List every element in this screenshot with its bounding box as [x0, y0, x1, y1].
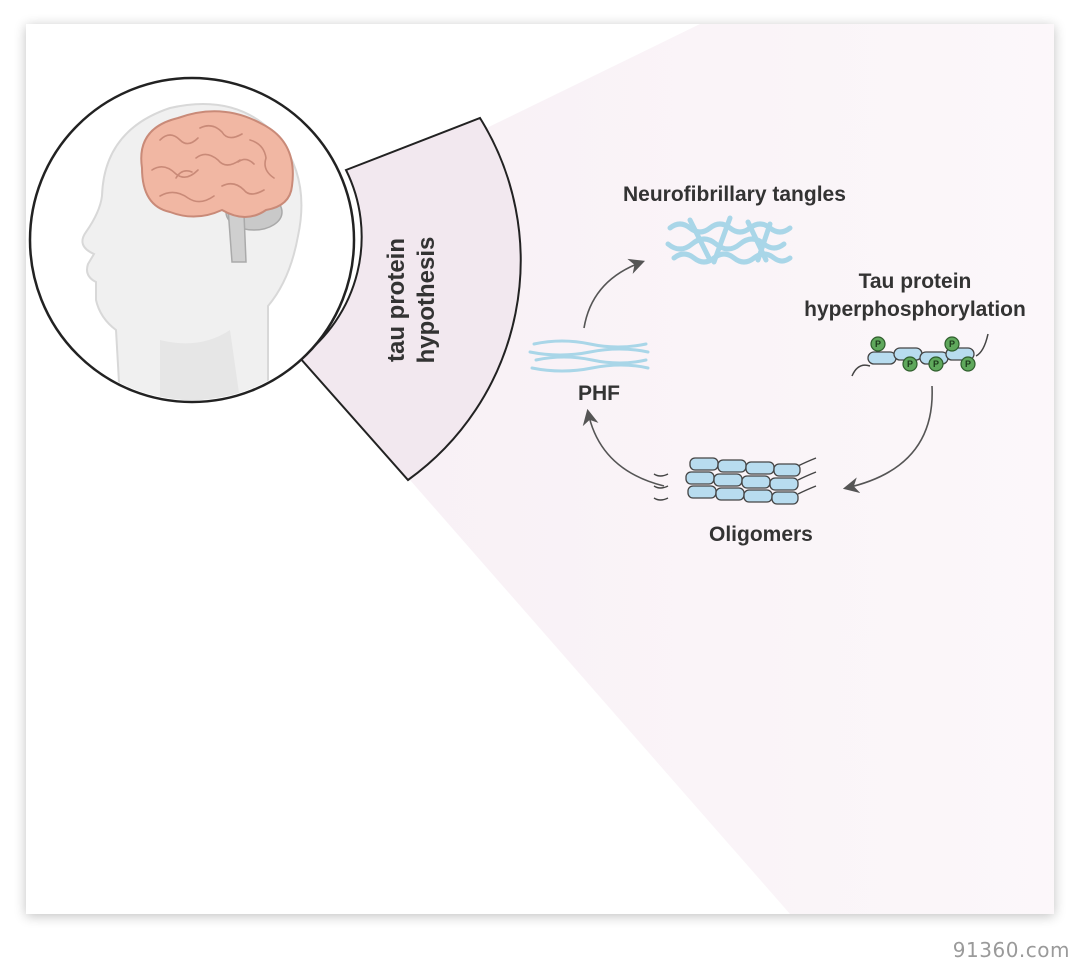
zoom-cone — [380, 24, 1054, 914]
label-phf: PHF — [578, 382, 620, 405]
phospho-group — [928, 356, 944, 372]
watermark: 91360.com — [952, 938, 1070, 962]
phospho-group — [870, 336, 886, 352]
label-neurofibrillary-tangles: Neurofibrillary tangles — [623, 183, 846, 206]
phospho-tau-illustration: P P P P P — [851, 333, 989, 377]
brain — [140, 110, 294, 218]
label-oligomers: Oligomers — [709, 523, 813, 546]
phospho-group — [902, 356, 918, 372]
phospho-label: P — [949, 339, 955, 349]
phospho-group — [960, 356, 976, 372]
hypothesis-sector — [298, 116, 522, 482]
cycle-arrows — [582, 258, 933, 494]
phospho-label: P — [933, 359, 939, 369]
sector-label-line2: hypothesis — [413, 237, 440, 364]
oligomers-illustration — [653, 457, 817, 505]
sector-label-line1: tau protein — [383, 238, 410, 362]
phospho-label: P — [907, 359, 913, 369]
arrow-phf-to-tangles — [583, 258, 646, 329]
neck — [160, 330, 240, 400]
tangles-illustration — [665, 215, 793, 265]
arrow-hyper-to-oligomers — [842, 385, 933, 494]
arrow-oligomers-to-phf — [582, 408, 665, 487]
phospho-group — [944, 336, 960, 352]
head-illustration — [28, 76, 356, 404]
label-hyperphosphorylation: hyperphosphorylation — [804, 298, 1026, 321]
phf-illustration — [528, 339, 650, 373]
phospho-label: P — [965, 359, 971, 369]
phospho-label: P — [875, 339, 881, 349]
label-tau-protein: Tau protein — [858, 270, 972, 293]
